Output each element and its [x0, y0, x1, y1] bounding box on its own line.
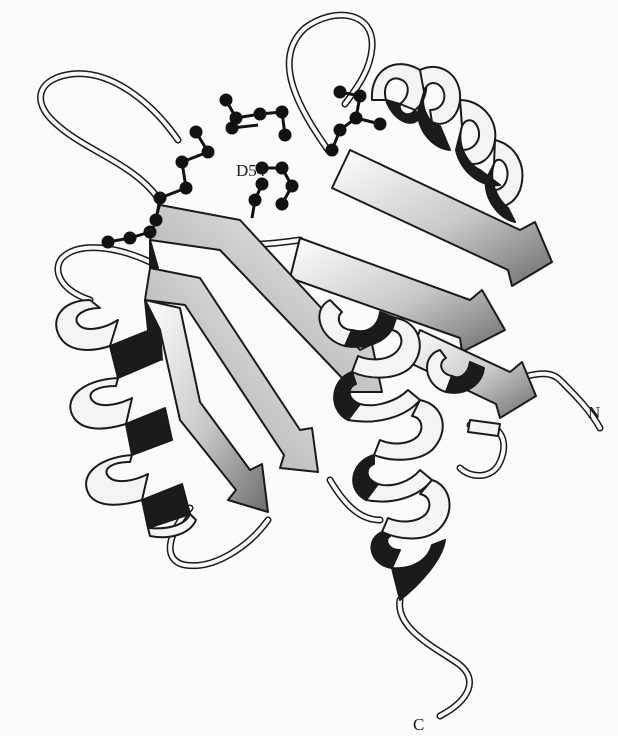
label-d54: D54 [236, 161, 266, 180]
label-c-terminus: C [413, 715, 424, 734]
label-n-terminus: N [588, 403, 600, 422]
